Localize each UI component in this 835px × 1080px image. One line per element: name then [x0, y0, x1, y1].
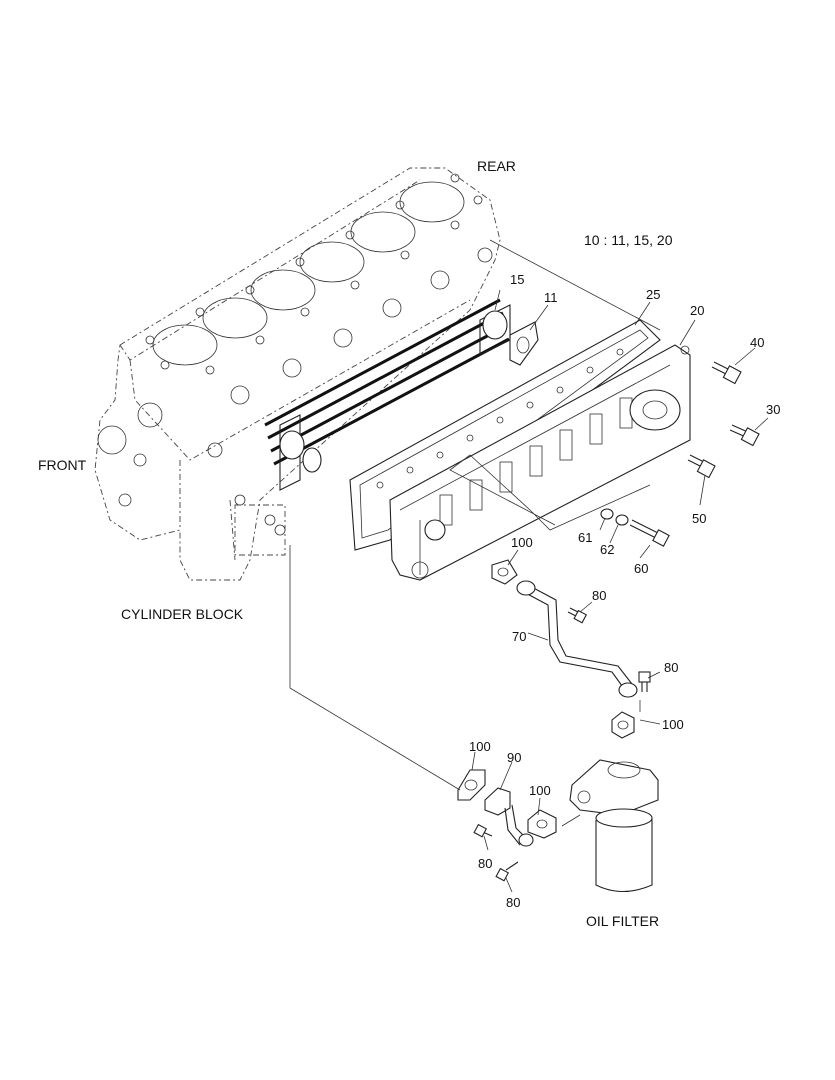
callout-61: 61: [578, 530, 593, 545]
callout-25: 25: [646, 287, 661, 302]
callout-40: 40: [750, 335, 765, 350]
callout-60: 60: [634, 561, 649, 576]
callout-80-lower-left: 80: [478, 856, 493, 871]
bolt-40: [711, 361, 742, 385]
bolt-80-lower: [495, 861, 519, 882]
pipe-90: [484, 787, 534, 847]
callout-100-mid: 100: [662, 717, 684, 732]
oil-cooler-element: [264, 298, 511, 491]
callout-50: 50: [692, 511, 707, 526]
oil-filter-label: OIL FILTER: [586, 913, 660, 929]
callout-100-left: 100: [469, 739, 491, 754]
washer-61: [600, 508, 614, 520]
callout-11: 11: [544, 290, 558, 305]
gasket-100-right: [527, 809, 557, 839]
cylinder-block-drawing: [94, 167, 501, 581]
callout-62: 62: [600, 542, 615, 557]
bolt-80-upper: [567, 607, 588, 624]
cylinder-block-label: CYLINDER BLOCK: [121, 606, 244, 622]
gasket-100-left: [457, 769, 486, 801]
callout-100-right: 100: [529, 783, 551, 798]
callout-90: 90: [507, 750, 522, 765]
oil-filter-drawing: [569, 759, 659, 893]
callout-20: 20: [690, 303, 705, 318]
gasket-100-upper: [491, 559, 518, 585]
oil-cooler-cover-20: [389, 344, 691, 581]
callout-70: 70: [512, 629, 527, 644]
callout-30: 30: [766, 402, 781, 417]
connector-60: [629, 519, 670, 547]
kit-note: 10 : 11, 15, 20: [584, 232, 673, 248]
bolt-30: [729, 424, 760, 447]
callout-80-lower: 80: [506, 895, 521, 910]
front-label: FRONT: [38, 457, 87, 473]
gasket-11: [509, 321, 539, 366]
gasket-100-mid: [611, 711, 635, 739]
bolt-50: [687, 454, 716, 479]
callout-100-upper: 100: [511, 535, 533, 550]
callout-80-upper: 80: [592, 588, 607, 603]
leader-lines: [289, 239, 769, 893]
callout-15: 15: [510, 272, 525, 287]
rear-label: REAR: [477, 158, 516, 174]
callout-80-mid: 80: [664, 660, 679, 675]
oil-pipe-70: [516, 580, 638, 698]
bolt-80-lower-left: [473, 823, 493, 838]
washer-62: [615, 514, 629, 526]
bolt-80-mid: [638, 671, 651, 692]
